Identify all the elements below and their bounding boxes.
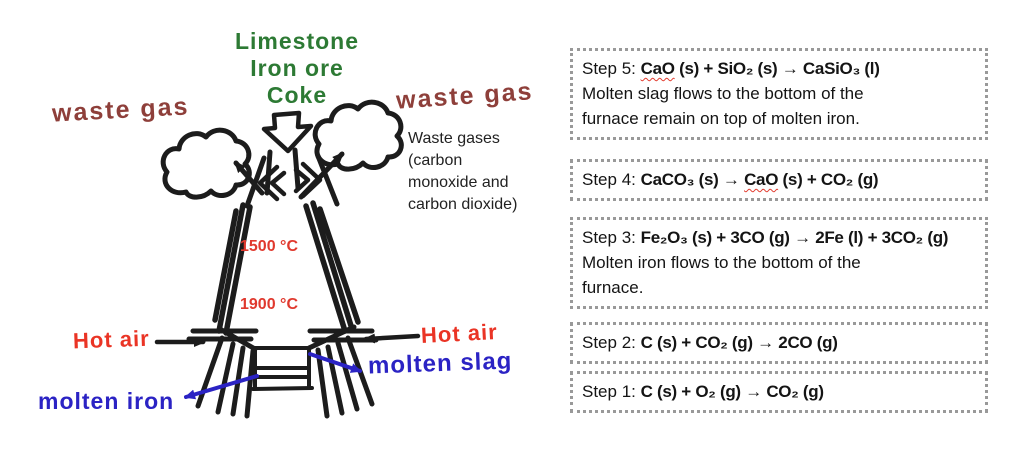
hearth-layers <box>251 346 314 391</box>
step-2-box: Step 2: C (s) + CO₂ (g) → 2CO (g) <box>570 322 988 364</box>
step-5-eq-flagged: CaO <box>640 59 675 78</box>
step-5-label: Step 5: <box>582 59 636 78</box>
step-1-label: Step 1: <box>582 382 636 401</box>
step-3-equation: Step 3: Fe₂O₃ (s) + 3CO (g) → 2Fe (l) + … <box>582 225 977 250</box>
molten-iron-arrow <box>184 374 259 400</box>
hot-air-arrow-right <box>363 333 421 344</box>
hot-air-label-right: Hot air <box>420 319 499 348</box>
blast-furnace-diagram: Limestone Iron ore Coke waste gas waste … <box>38 0 534 419</box>
waste-cloud-right <box>315 102 401 169</box>
molten-slag-arrow <box>308 352 362 373</box>
feed-materials-label: Limestone Iron ore Coke <box>222 28 372 109</box>
step-3-label: Step 3: <box>582 228 636 247</box>
step-1-box: Step 1: C (s) + O₂ (g) → CO₂ (g) <box>570 371 988 413</box>
step-2-eq-pre: C (s) + CO₂ (g) → 2CO (g) <box>640 333 838 352</box>
furnace-sketch <box>154 0 421 419</box>
feed-iron-ore-label: Iron ore <box>250 55 344 81</box>
furnace-walls <box>212 200 361 352</box>
step-5-equation: Step 5: CaO (s) + SiO₂ (s) → CaSiO₃ (l) <box>582 56 977 81</box>
step-3-eq-pre: Fe₂O₃ (s) + 3CO (g) → 2Fe (l) + 3CO₂ (g) <box>640 228 949 247</box>
temperature-1500-label: 1500 °C <box>240 238 298 255</box>
step-1-eq-pre: C (s) + O₂ (g) → CO₂ (g) <box>640 382 824 401</box>
step-4-label: Step 4: <box>582 170 636 189</box>
hot-air-label-left: Hot air <box>72 325 151 354</box>
step-4-box: Step 4: CaCO₃ (s) → CaO (s) + CO₂ (g) <box>570 159 988 201</box>
temperature-1900-label: 1900 °C <box>240 296 298 313</box>
step-1-equation: Step 1: C (s) + O₂ (g) → CO₂ (g) <box>582 379 977 404</box>
step-4-equation: Step 4: CaCO₃ (s) → CaO (s) + CO₂ (g) <box>582 167 977 192</box>
step-5-note: Molten slag flows to the bottom of the f… <box>582 84 864 128</box>
feed-limestone-label: Limestone <box>234 28 360 54</box>
step-4-eq-flagged: CaO <box>744 170 779 189</box>
step-4-eq-pre: CaCO₃ (s) → <box>640 170 745 189</box>
step-2-equation: Step 2: C (s) + CO₂ (g) → 2CO (g) <box>582 330 977 355</box>
feed-coke-label: Coke <box>266 82 328 108</box>
step-3-note: Molten iron flows to the bottom of the f… <box>582 253 861 297</box>
step-5-eq-post: (s) + SiO₂ (s) → CaSiO₃ (l) <box>674 59 880 78</box>
molten-iron-label: molten iron <box>38 388 175 414</box>
molten-slag-label: molten slag <box>367 347 513 380</box>
waste-gases-caption: Waste gases (carbon monoxide and carbon … <box>408 130 518 213</box>
step-2-label: Step 2: <box>582 333 636 352</box>
step-3-box: Step 3: Fe₂O₃ (s) + 3CO (g) → 2Fe (l) + … <box>570 217 988 309</box>
waste-gas-arrow-right <box>298 151 345 200</box>
step-4-eq-post: (s) + CO₂ (g) <box>778 170 879 189</box>
waste-gas-arrow-left <box>233 160 265 196</box>
step-5-box: Step 5: CaO (s) + SiO₂ (s) → CaSiO₃ (l) … <box>570 48 988 140</box>
feed-arrow-icon <box>261 110 314 154</box>
